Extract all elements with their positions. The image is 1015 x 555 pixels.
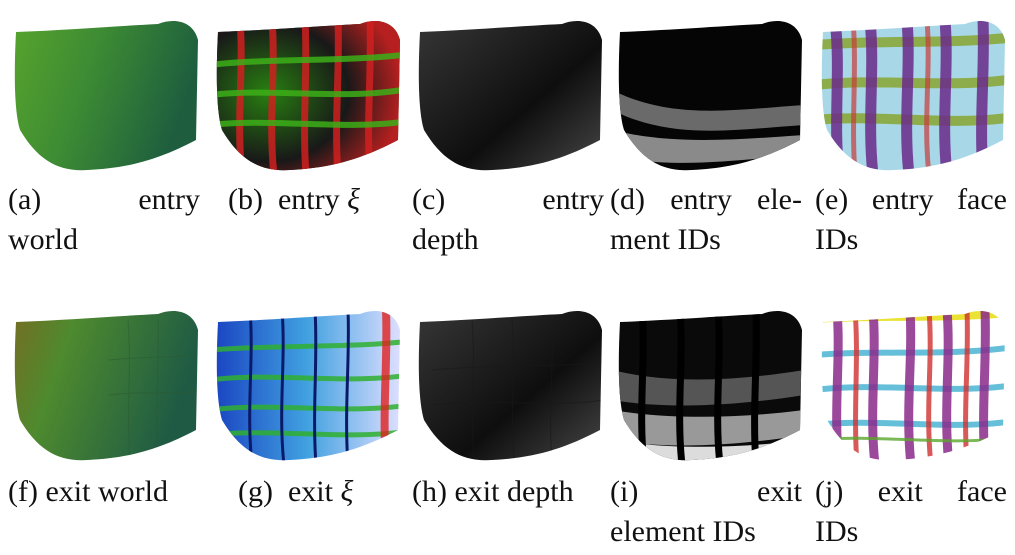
caption-b: (b) entry ξ [228, 183, 360, 216]
xi-symbol: ξ [340, 475, 354, 508]
caption-f: (f) exit world [8, 475, 168, 508]
caption-i: (i)exit element IDs [610, 475, 802, 548]
panel-c-entry-depth [412, 10, 604, 175]
panel-a-entry-world [8, 10, 200, 175]
panel-i-exit-element-ids [612, 300, 804, 465]
caption-h: (h) exit depth [412, 475, 574, 508]
caption-c: (c)entry depth [412, 183, 604, 256]
panel-g-exit-xi [210, 300, 402, 465]
panel-f-exit-world [8, 300, 200, 465]
caption-g: (g) exit ξ [238, 475, 354, 508]
panel-e-entry-face-ids [815, 10, 1007, 175]
panel-h-exit-depth [412, 300, 604, 465]
xi-symbol: ξ [347, 183, 360, 216]
panel-b-entry-xi [210, 10, 402, 175]
panel-j-exit-face-ids [815, 300, 1007, 465]
caption-a: (a)entry world [8, 183, 200, 256]
panel-d-entry-element-ids [612, 10, 804, 175]
